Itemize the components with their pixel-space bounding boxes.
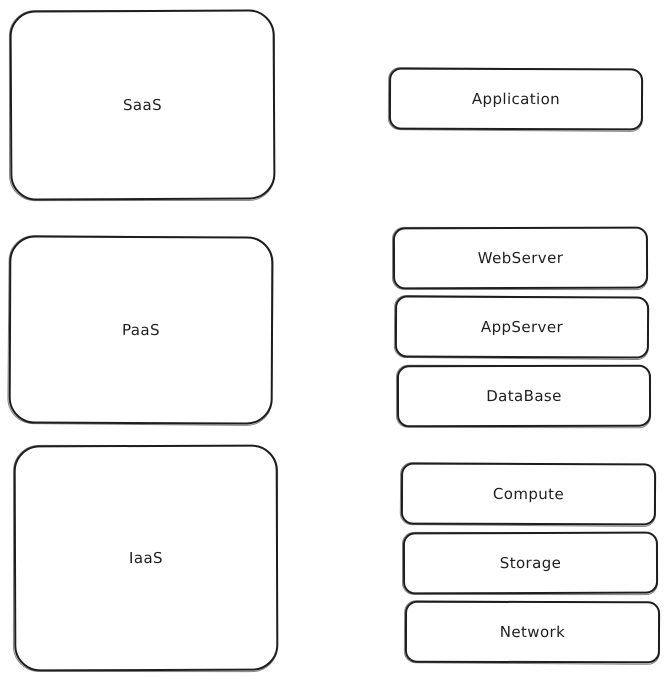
component-box-compute: Compute	[400, 462, 657, 526]
component-label-appserver: AppServer	[480, 317, 564, 337]
component-box-appserver: AppServer	[394, 295, 650, 359]
component-box-storage: Storage	[402, 531, 659, 595]
component-label-storage: Storage	[499, 553, 562, 573]
layer-label-iaas: IaaS	[128, 548, 164, 568]
component-box-network: Network	[404, 600, 661, 664]
component-box-application: Application	[388, 67, 644, 131]
layer-box-iaas: IaaS	[13, 444, 279, 672]
component-label-application: Application	[471, 89, 561, 109]
component-box-database: DataBase	[396, 364, 652, 428]
component-label-database: DataBase	[486, 386, 562, 406]
layer-box-saas: SaaS	[9, 9, 276, 201]
layer-label-paas: PaaS	[122, 320, 160, 340]
layer-box-paas: PaaS	[8, 235, 274, 425]
layer-label-saas: SaaS	[122, 95, 163, 115]
component-label-webserver: WebServer	[477, 248, 564, 268]
component-box-webserver: WebServer	[392, 226, 649, 290]
component-label-compute: Compute	[492, 484, 565, 504]
component-label-network: Network	[499, 622, 566, 642]
